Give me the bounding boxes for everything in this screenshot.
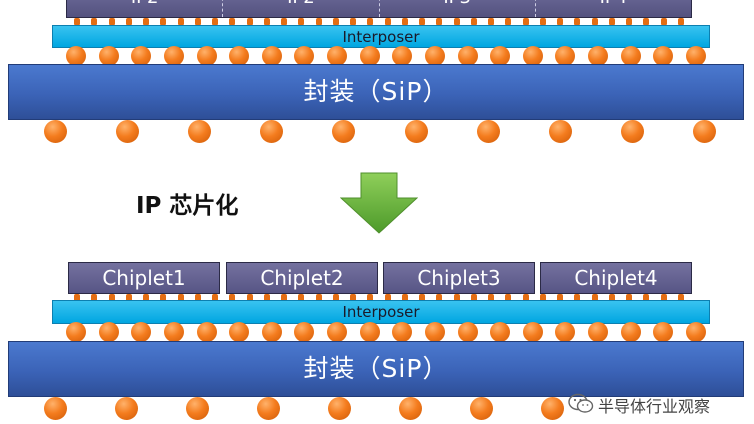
chiplet-die-4: Chiplet4: [540, 262, 692, 294]
arrow-down-icon: [340, 172, 418, 234]
watermark-text: 半导体行业观察: [598, 397, 711, 416]
chiplet-die-1: Chiplet1: [68, 262, 220, 294]
top-micro-bumps: [74, 18, 684, 25]
top-ip-block: IP4: [536, 0, 691, 17]
chiplet-die-2: Chiplet2: [226, 262, 378, 294]
transition-label: IP 芯片化: [136, 193, 239, 219]
top-ip-block: IP2: [67, 0, 224, 17]
bottom-interposer-balls: [66, 322, 706, 342]
chiplet-die-3: Chiplet3: [383, 262, 535, 294]
top-package-substrate: 封装（SiP）: [8, 64, 744, 120]
top-interposer-balls: [66, 46, 706, 66]
wechat-logo-icon: [568, 393, 594, 413]
top-ip-block: IP2: [223, 0, 380, 17]
top-ip-block: IP3: [380, 0, 536, 17]
bottom-interposer: Interposer: [52, 300, 710, 324]
top-ip-die-row: IP2 IP2 IP3 IP4: [66, 0, 692, 18]
bottom-micro-bumps: [74, 294, 684, 301]
top-package-solder-balls: [44, 120, 716, 143]
top-interposer: Interposer: [52, 25, 710, 48]
bottom-package-solder-balls: [44, 397, 564, 420]
bottom-package-substrate: 封装（SiP）: [8, 341, 744, 397]
